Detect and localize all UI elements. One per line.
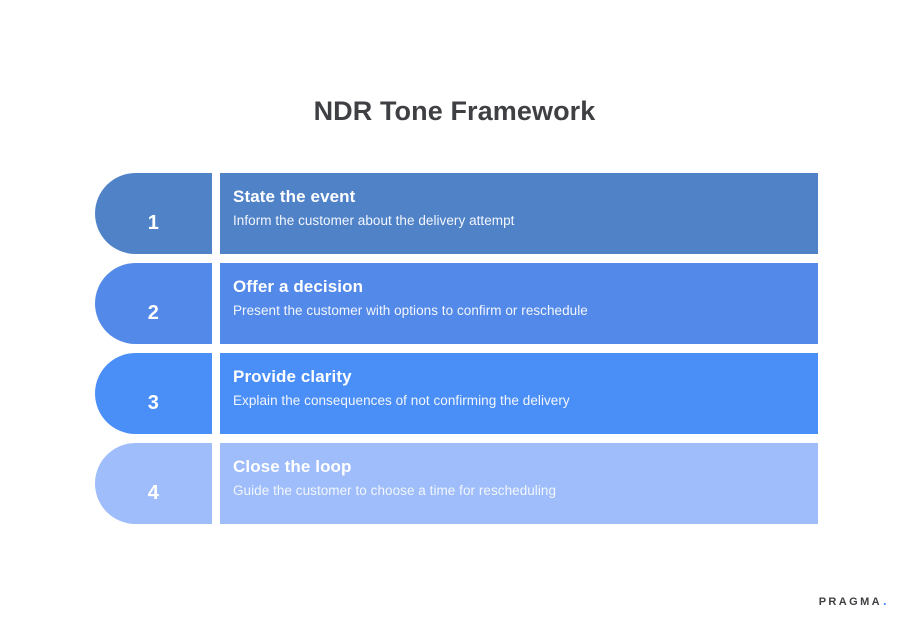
brand-name: PRAGMA [818, 596, 882, 608]
step-description: Inform the customer about the delivery a… [233, 213, 515, 229]
step-list: 1 State the event Inform the customer ab… [95, 173, 818, 524]
list-item[interactable]: 3 Provide clarity Explain the consequenc… [95, 353, 818, 434]
step-content-panel: Provide clarity Explain the consequences… [220, 353, 818, 434]
list-item[interactable]: 1 State the event Inform the customer ab… [95, 173, 818, 254]
brand-logo: PRAGMA . [819, 593, 889, 608]
step-heading: Provide clarity [233, 367, 352, 386]
brand-dot-icon: . [882, 593, 889, 608]
step-number-badge: 4 [95, 443, 212, 524]
step-heading: State the event [233, 187, 356, 206]
step-description: Guide the customer to choose a time for … [233, 483, 557, 499]
step-number-badge: 2 [95, 263, 212, 344]
step-description: Explain the consequences of not confirmi… [233, 393, 570, 409]
step-number-label: 4 [147, 481, 160, 504]
step-number-badge: 3 [95, 353, 212, 434]
step-content-panel: Offer a decision Present the customer wi… [220, 263, 818, 344]
step-content-panel: State the event Inform the customer abou… [220, 173, 818, 254]
step-content-panel: Close the loop Guide the customer to cho… [220, 443, 818, 524]
step-description: Present the customer with options to con… [233, 303, 588, 319]
step-number-label: 2 [147, 301, 160, 324]
step-heading: Close the loop [233, 457, 352, 476]
page-title: NDR Tone Framework [313, 96, 596, 126]
list-item[interactable]: 4 Close the loop Guide the customer to c… [95, 443, 818, 524]
list-item[interactable]: 2 Offer a decision Present the customer … [95, 263, 818, 344]
step-number-label: 1 [147, 211, 160, 234]
step-number-badge: 1 [95, 173, 212, 254]
step-number-label: 3 [147, 391, 160, 414]
step-heading: Offer a decision [233, 277, 364, 296]
